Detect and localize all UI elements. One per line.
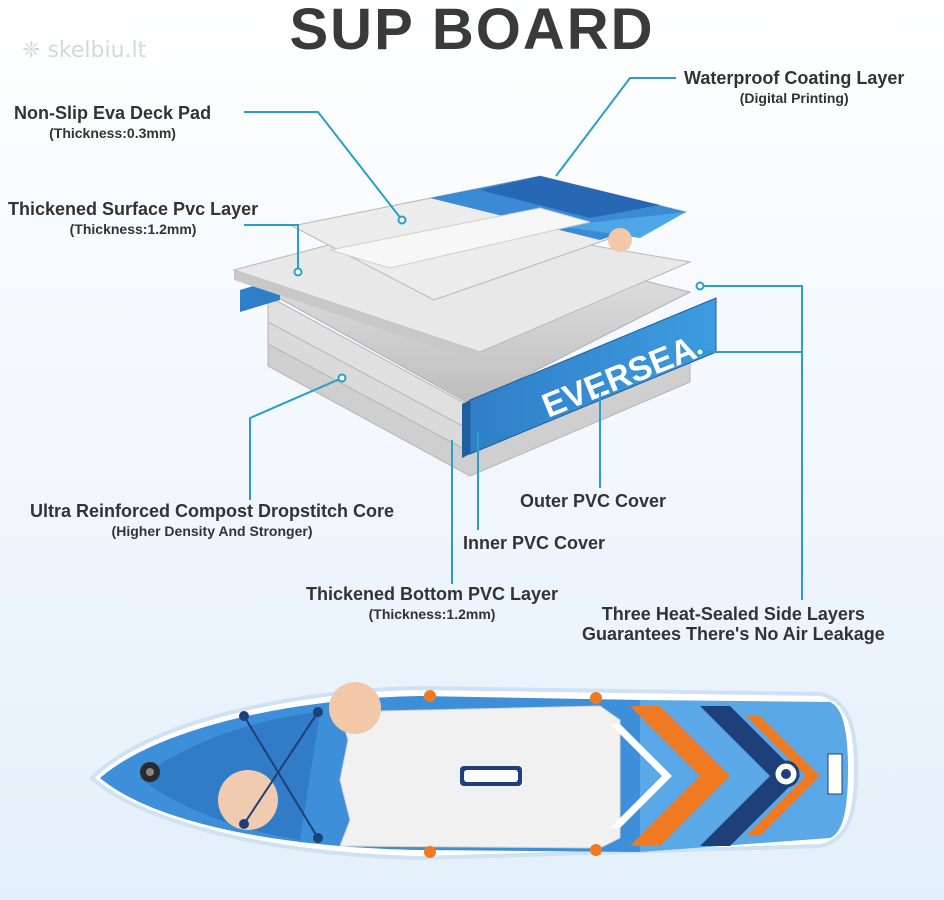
- page-title: SUP BOARD: [289, 0, 655, 62]
- label-surface-sub: (Thickness:1.2mm): [69, 221, 197, 237]
- label-inner-title: Inner PVC Cover: [463, 533, 606, 553]
- watermark: ❈ skelbiu.lt: [22, 38, 147, 63]
- label-bottom-pvc: Thickened Bottom PVC Layer (Thickness:1.…: [306, 584, 558, 622]
- label-nonslip-pad: Non-Slip Eva Deck Pad (Thickness:0.3mm): [14, 103, 211, 141]
- label-outer-title: Outer PVC Cover: [520, 491, 667, 511]
- label-nonslip-sub: (Thickness:0.3mm): [49, 125, 176, 141]
- watermark-text: skelbiu.lt: [47, 38, 147, 63]
- label-side-layers: Three Heat-Sealed Side Layers Guarantees…: [582, 604, 885, 644]
- label-bottom-title: Thickened Bottom PVC Layer: [306, 584, 559, 604]
- label-dropstitch-core: Ultra Reinforced Compost Dropstitch Core…: [30, 501, 394, 539]
- label-outer-pvc: Outer PVC Cover: [520, 491, 666, 512]
- label-inner-pvc: Inner PVC Cover: [463, 533, 605, 554]
- label-waterproof-coating: Waterproof Coating Layer (Digital Printi…: [684, 68, 904, 106]
- board-overview: [89, 682, 859, 861]
- label-waterproof-sub: (Digital Printing): [739, 90, 849, 106]
- label-core-title: Ultra Reinforced Compost Dropstitch Core: [30, 501, 395, 521]
- label-bottom-sub: (Thickness:1.2mm): [368, 606, 496, 622]
- label-surface-pvc: Thickened Surface Pvc Layer (Thickness:1…: [8, 199, 258, 237]
- label-surface-title: Thickened Surface Pvc Layer: [8, 199, 259, 219]
- leader-dots: [293, 215, 705, 383]
- label-core-sub: (Higher Density And Stronger): [111, 523, 313, 539]
- label-side-line1: Three Heat-Sealed Side Layers: [601, 604, 865, 624]
- deck-pad-layer: [290, 175, 688, 301]
- label-waterproof-title: Waterproof Coating Layer: [684, 68, 905, 88]
- leader-lines: [244, 77, 803, 600]
- label-side-line2: Guarantees There's No Air Leakage: [582, 624, 885, 644]
- label-nonslip-title: Non-Slip Eva Deck Pad: [14, 103, 212, 123]
